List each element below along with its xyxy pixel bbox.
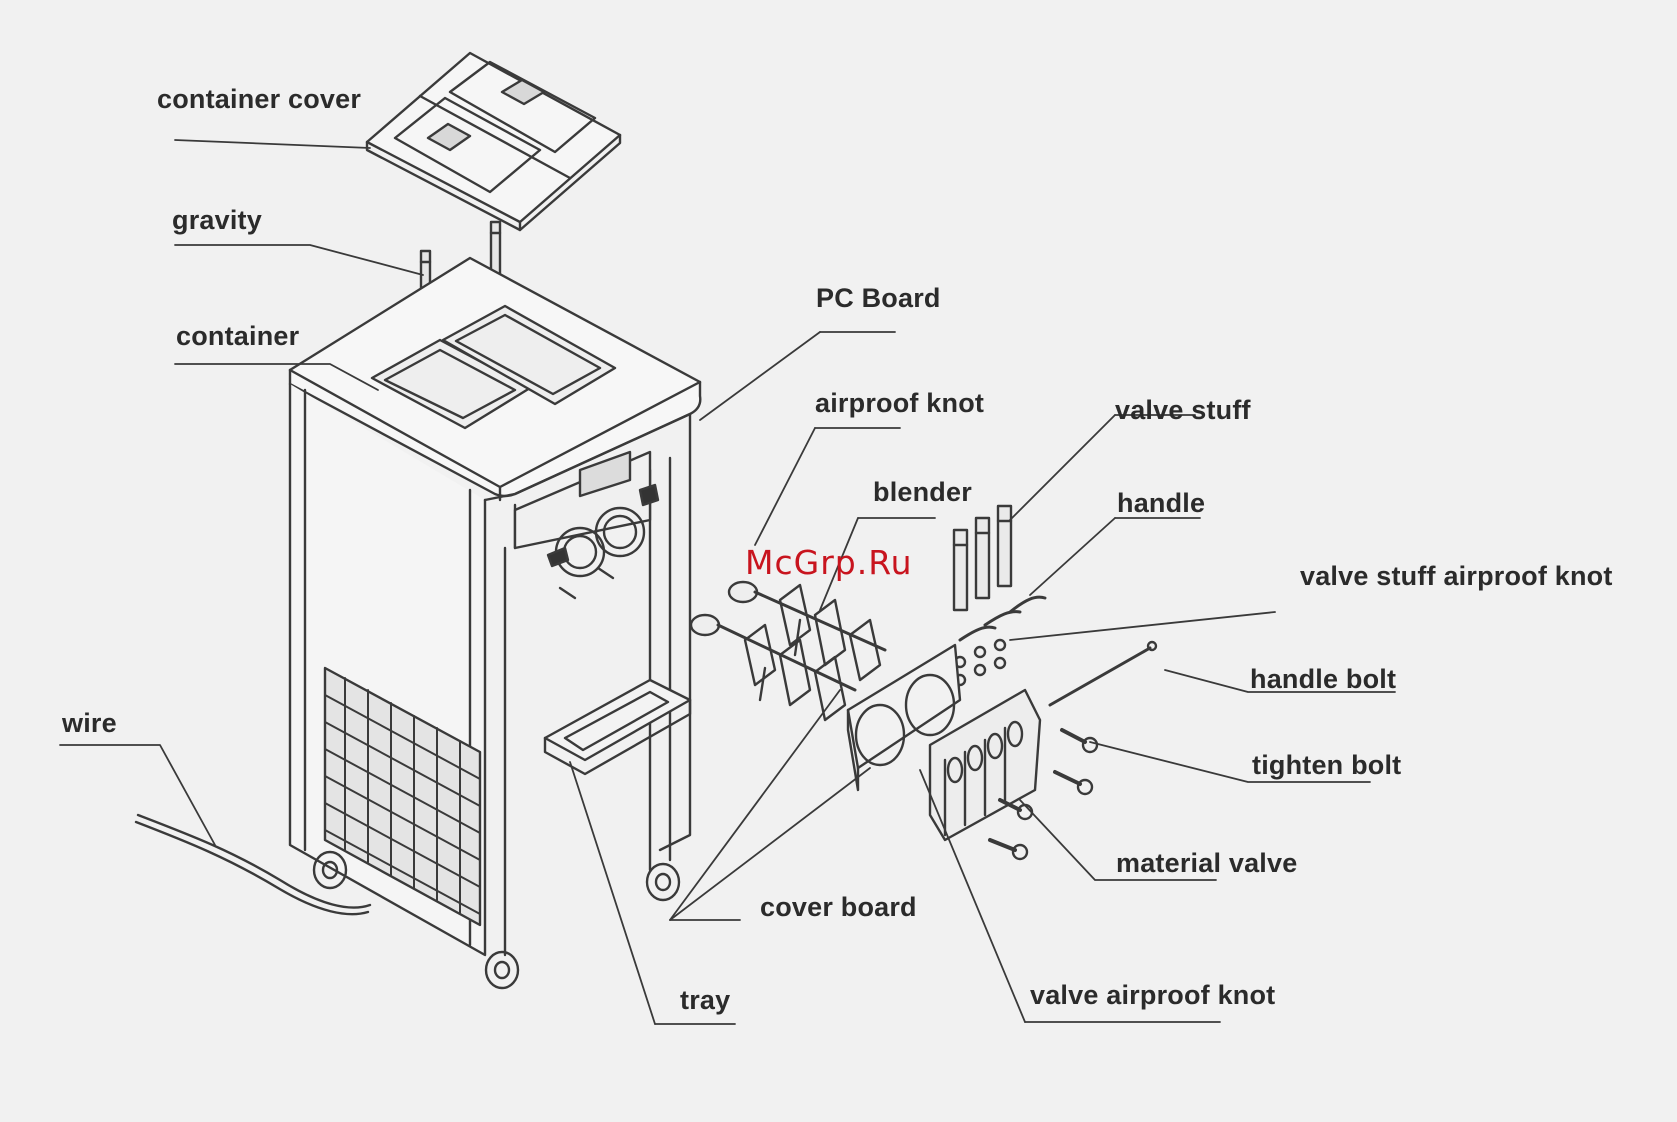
label-gravity: gravity (172, 205, 262, 236)
machine-body-drawing (290, 258, 700, 988)
label-container-cover: container cover (157, 84, 361, 115)
label-airproof-knot: airproof knot (815, 388, 984, 419)
label-cover-board: cover board (760, 892, 917, 923)
watermark: McGrp.Ru (745, 543, 913, 582)
label-container: container (176, 321, 299, 352)
label-valve-stuff-airproof-knot: valve stuff airproof knot (1300, 561, 1613, 592)
label-tighten-bolt: tighten bolt (1252, 750, 1401, 781)
label-blender: blender (873, 477, 972, 508)
label-wire: wire (62, 708, 117, 739)
label-tray: tray (680, 985, 730, 1016)
label-valve-stuff: valve stuff (1115, 395, 1251, 426)
leader-lines (60, 140, 1395, 1024)
label-material-valve: material valve (1116, 848, 1297, 879)
container-cover-drawing (367, 53, 620, 230)
label-pc-board: PC Board (816, 283, 941, 314)
label-handle-bolt: handle bolt (1250, 664, 1396, 695)
label-handle: handle (1117, 488, 1205, 519)
label-valve-airproof-knot: valve airproof knot (1030, 980, 1275, 1011)
